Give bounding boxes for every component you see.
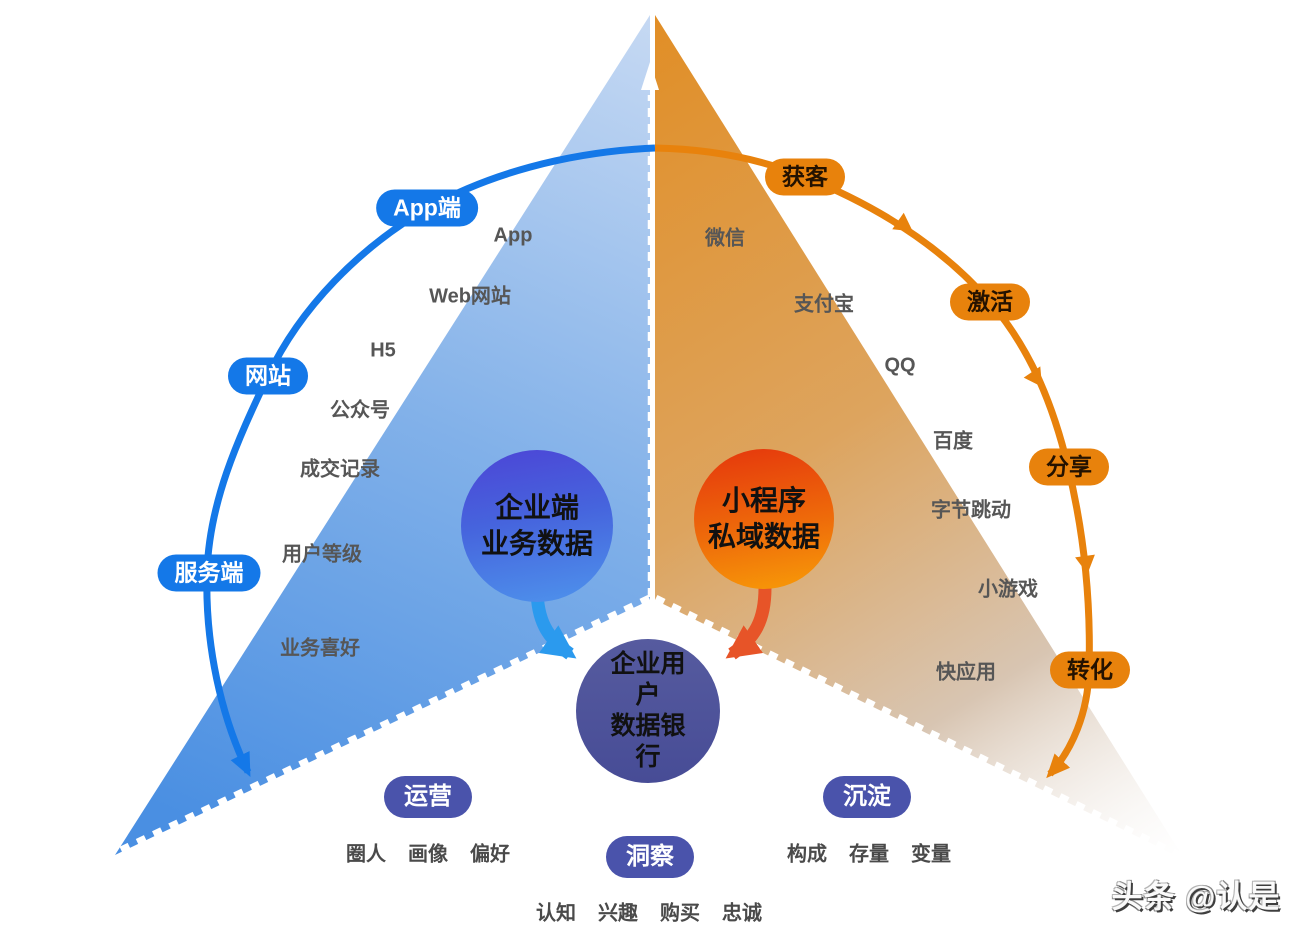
pill-operation: 运营 [384, 776, 472, 818]
label-qq: QQ [884, 354, 916, 377]
label-alipay: 支付宝 [794, 293, 854, 316]
item-portrait: 画像 [408, 843, 448, 866]
arc-arrowhead-icon [1023, 366, 1043, 387]
label-h5: H5 [370, 339, 396, 362]
item-circle-people: 圈人 [346, 843, 386, 866]
label-minigame: 小游戏 [978, 578, 1038, 601]
center-divider-arrow-up-icon [641, 62, 659, 90]
pill-sedimentation: 沉淀 [823, 776, 911, 818]
arc-arrowhead-icon [892, 212, 913, 232]
pill-conversion: 转化 [1050, 651, 1130, 689]
item-variable: 变量 [911, 843, 951, 866]
pill-website: 网站 [228, 357, 308, 395]
label-business-preference: 业务喜好 [280, 637, 360, 660]
left-triangle [115, 15, 650, 855]
arc-arrowhead-icon [1075, 554, 1095, 574]
item-preference: 偏好 [470, 843, 510, 866]
label-transaction-records: 成交记录 [300, 458, 380, 481]
operation-items: 圈人 画像 偏好 [346, 838, 510, 867]
pill-activation: 激活 [950, 283, 1030, 321]
pill-server: 服务端 [157, 554, 261, 592]
miniprogram-private-data-circle: 小程序 私域数据 [694, 449, 834, 589]
insight-items: 认知 兴趣 购买 忠诚 [536, 897, 762, 926]
label-baidu: 百度 [933, 430, 973, 453]
pill-insight: 洞察 [606, 836, 694, 878]
item-interest: 兴趣 [598, 902, 638, 925]
item-purchase: 购买 [660, 902, 700, 925]
pill-share: 分享 [1029, 448, 1109, 486]
sedimentation-items: 构成 存量 变量 [787, 838, 951, 867]
item-loyalty: 忠诚 [722, 902, 762, 925]
label-user-level: 用户等级 [282, 543, 362, 566]
watermark: 头条 @认是 [1111, 879, 1281, 915]
label-wechat: 微信 [705, 227, 745, 250]
label-bytedance: 字节跳动 [931, 499, 1011, 522]
pill-acquisition: 获客 [765, 158, 845, 196]
label-quickapp: 快应用 [936, 661, 996, 684]
label-app: App [493, 224, 533, 247]
item-composition: 构成 [787, 843, 827, 866]
item-stock: 存量 [849, 843, 889, 866]
orange-flow-arrow [725, 587, 772, 660]
label-official-account: 公众号 [330, 399, 390, 422]
item-awareness: 认知 [536, 902, 576, 925]
right-triangle [655, 15, 1185, 860]
enterprise-business-data-circle: 企业端 业务数据 [461, 450, 613, 602]
pill-app-client: App端 [376, 189, 478, 227]
enterprise-user-data-bank-circle: 企业用 户 数据银 行 [576, 639, 720, 783]
label-web-site: Web网站 [429, 285, 511, 308]
